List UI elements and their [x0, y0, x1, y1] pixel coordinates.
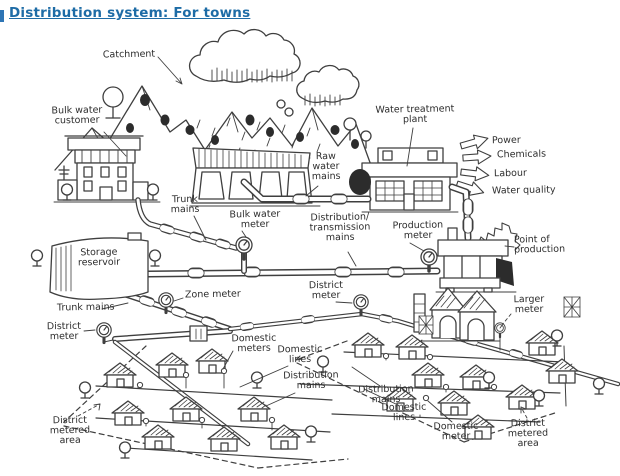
water-treatment-plant-building	[349, 147, 459, 213]
label-bulk-water-customer: Bulk water customer	[51, 104, 103, 127]
leader-lines	[77, 56, 528, 423]
label-water-quality: Water quality	[491, 184, 556, 197]
district-meter-left-icon	[95, 321, 113, 345]
label-point-of-production: Point of production	[513, 233, 566, 256]
tree-icon	[360, 130, 372, 149]
label-domestic-lines-right: Domestic lines	[381, 401, 427, 424]
label-raw-water-mains: Raw water mains	[311, 150, 341, 183]
label-larger-meter: Larger meter	[513, 293, 545, 316]
tree-icon	[30, 249, 44, 267]
label-trunk-mains-upper: Trunk mains	[170, 193, 200, 216]
storage-reservoir-tank	[30, 232, 162, 300]
point-of-production-machine	[435, 222, 521, 293]
label-district-meter-left: District meter	[46, 320, 82, 343]
pipes	[112, 178, 620, 447]
junction-box	[189, 325, 208, 342]
page-title: Distribution system: For towns	[9, 5, 251, 21]
label-production-meter: Production meter	[392, 219, 444, 242]
larger-building	[409, 287, 581, 342]
larger-meter-icon	[493, 321, 507, 339]
label-domestic-lines-left: Domestic lines	[277, 343, 323, 366]
label-bulk-water-meter: Bulk water meter	[229, 208, 281, 231]
arrow-icon	[459, 164, 491, 183]
slide-bullet-fragment	[0, 10, 4, 22]
label-zone-meter: Zone meter	[184, 288, 241, 301]
tree-icon	[343, 117, 357, 141]
label-power: Power	[491, 134, 521, 147]
label-distribution-mains-left: Distribution mains	[283, 369, 339, 392]
label-chemicals: Chemicals	[496, 148, 547, 161]
label-water-treatment-plant: Water treatment plant	[375, 103, 455, 126]
arrow-icon	[458, 131, 491, 154]
label-domestic-meter-right: Domestic meter	[433, 420, 479, 443]
tree-icon	[148, 249, 162, 267]
arrow-icon	[461, 148, 492, 166]
label-district-metered-area-left: District metered area	[49, 414, 91, 447]
label-district-metered-area-right: District metered area	[507, 417, 549, 450]
tree-icon	[102, 86, 124, 119]
bulk-water-meter-icon	[234, 235, 254, 261]
domestic-meter-icons	[136, 352, 498, 425]
label-trunk-mains-lower: Trunk mains	[56, 301, 115, 314]
label-district-meter-center: District meter	[308, 279, 344, 302]
label-labour: Labour	[493, 167, 527, 180]
rain-cloud-icon	[188, 28, 360, 107]
label-storage-reservoir: Storage reservoir	[77, 246, 121, 269]
houses-left-district	[103, 348, 301, 452]
label-distribution-transmission-mains: Distribution/ transmission mains	[309, 211, 371, 244]
tree-icon	[146, 183, 160, 201]
district-meter-center-icon	[352, 293, 370, 317]
label-catchment: Catchment	[102, 48, 156, 61]
bulk-water-customer-building	[53, 135, 161, 203]
